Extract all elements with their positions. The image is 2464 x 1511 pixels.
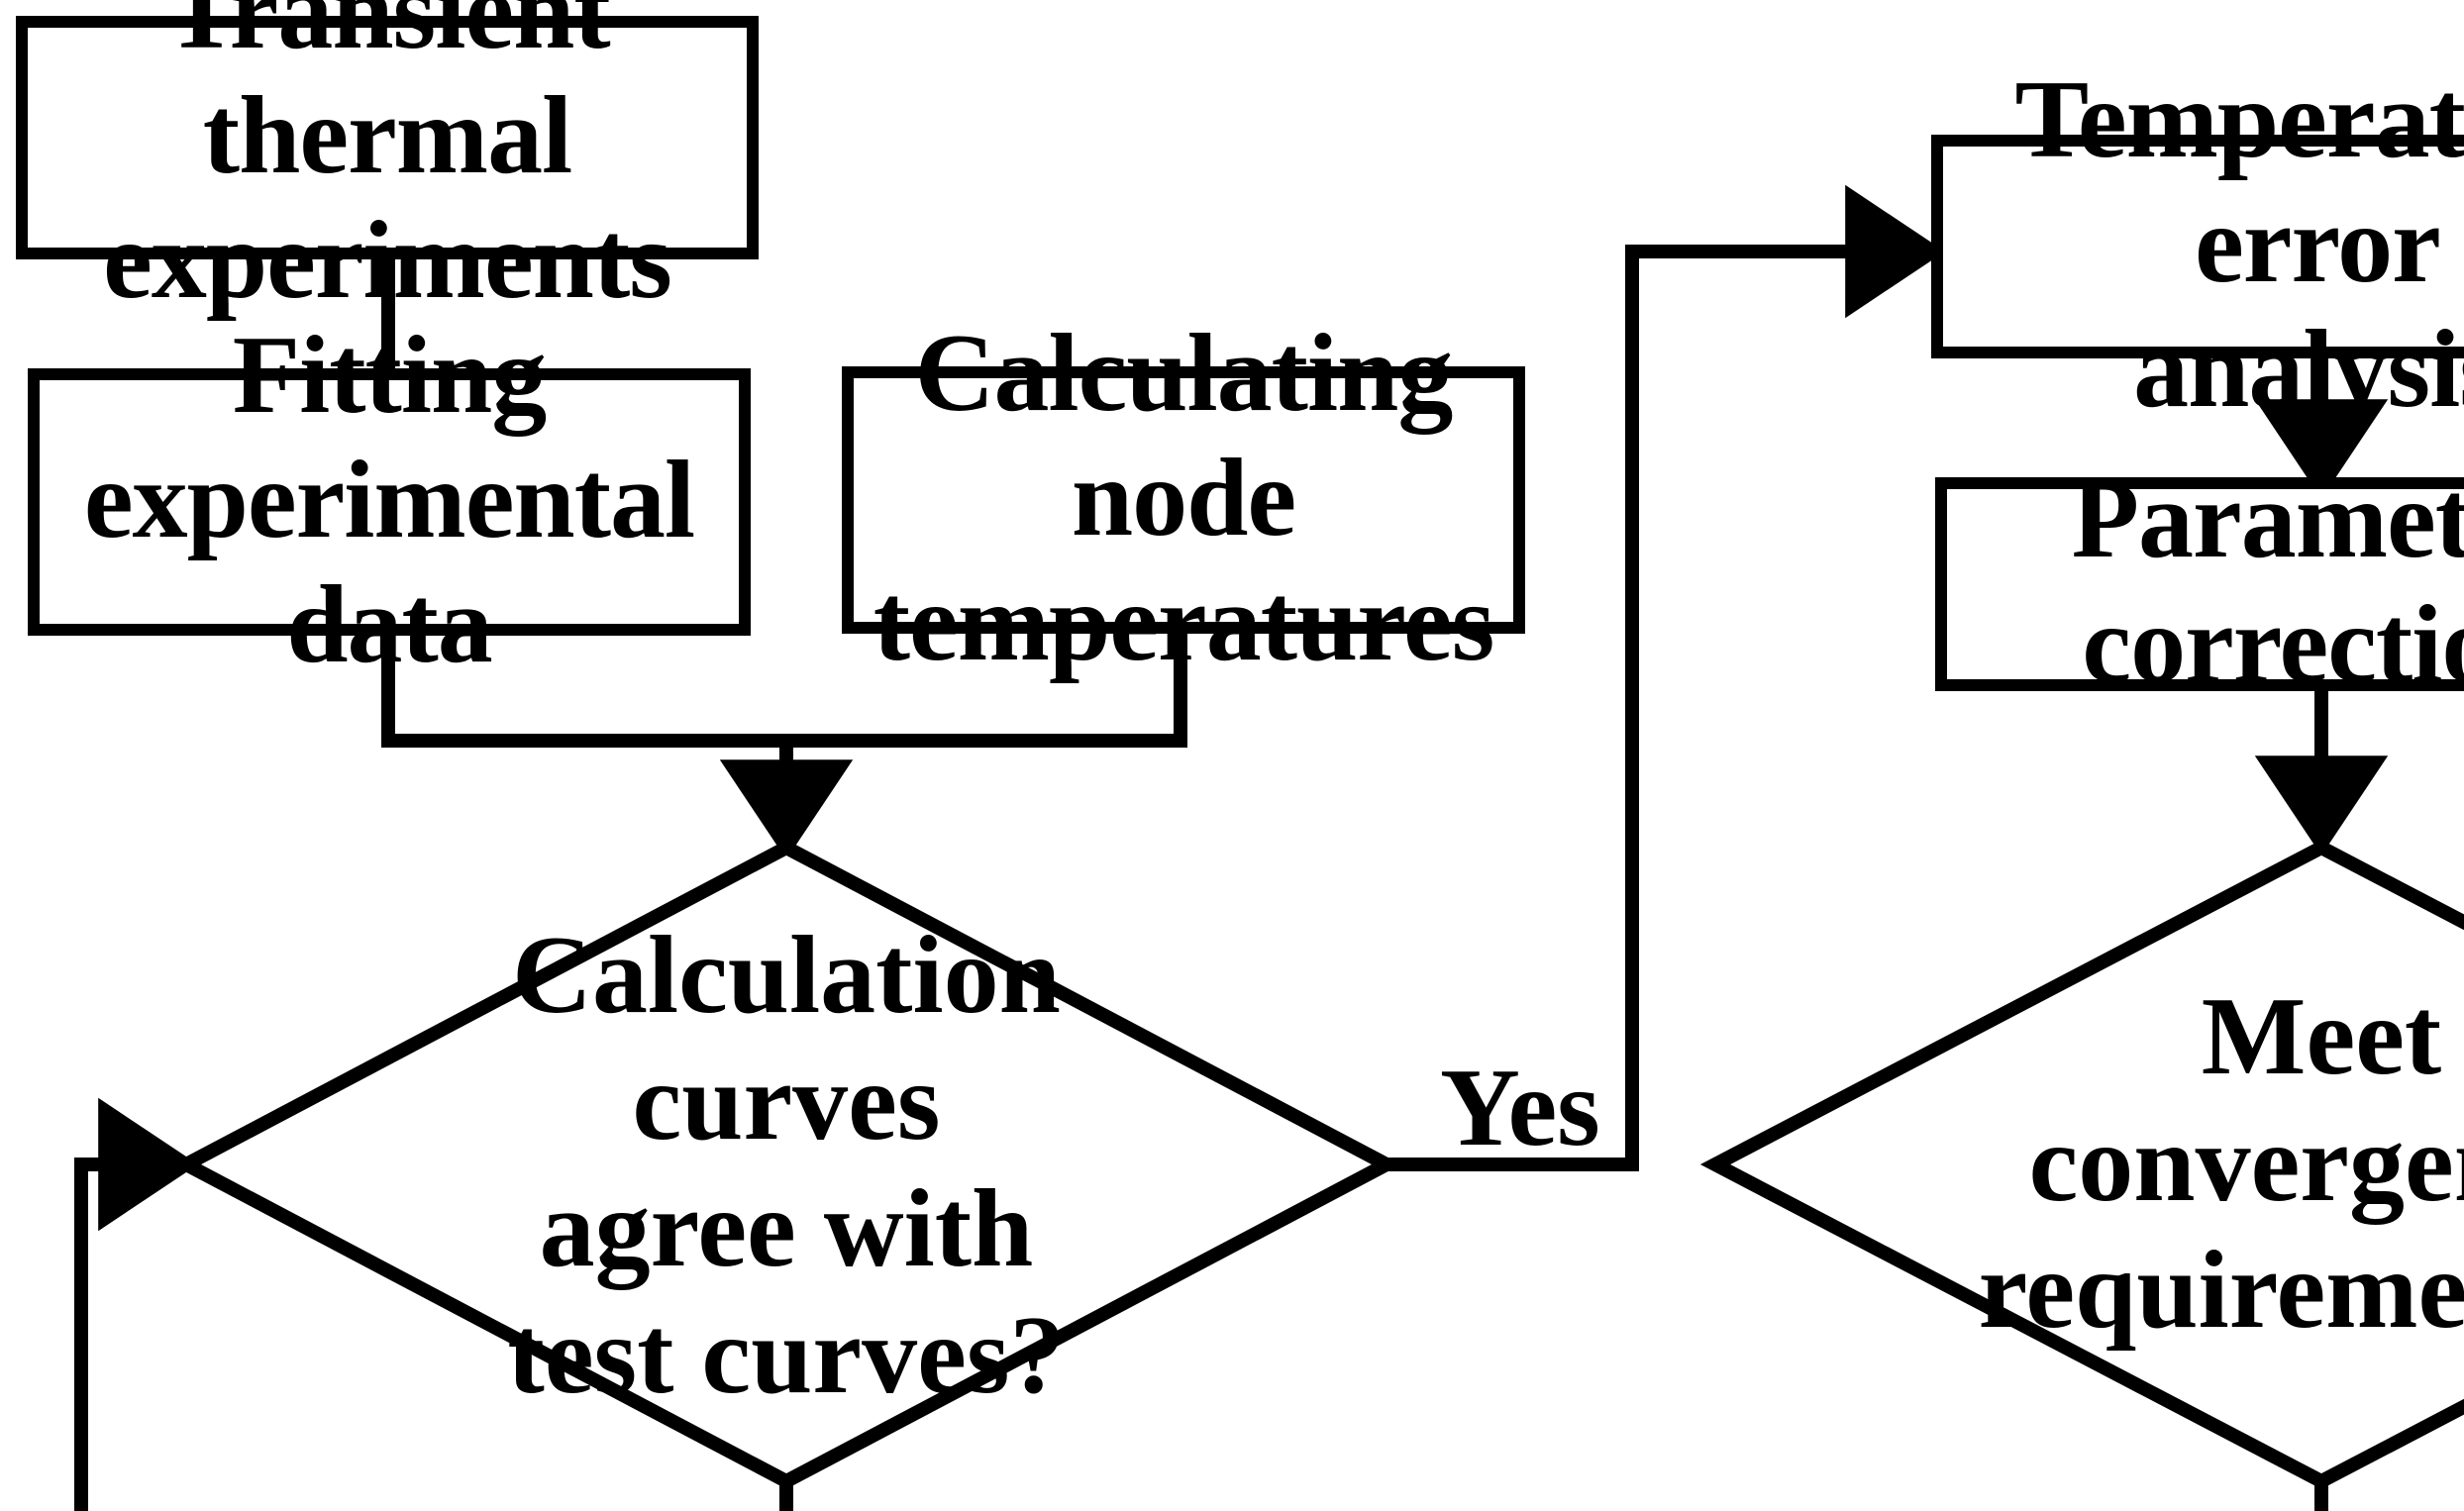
node-meet-convergence-requirements[interactable]: Meet convergence requirements? xyxy=(1935,977,2464,1353)
node-line-1: Calculation curves xyxy=(512,915,1061,1165)
node-parameter-correction[interactable]: Parameter correction xyxy=(1935,460,2464,707)
edge-label-agree-no: No xyxy=(802,1499,938,1511)
node-line-1: Meet convergence xyxy=(2028,976,2464,1227)
node-label-wrap: Transient thermal experiments xyxy=(28,0,747,324)
node-line-2: temperatures xyxy=(873,561,1495,685)
node-line-1: Transient thermal xyxy=(164,0,610,199)
node-line-2: requirements? xyxy=(1978,1229,2464,1353)
node-label-wrap: Calculation curves agree with test curve… xyxy=(410,916,1163,1422)
node-line-2: analysis xyxy=(2133,308,2464,432)
node-transient-thermal-experiments[interactable]: Transient thermal experiments xyxy=(16,0,759,323)
node-label-wrap: Calculating node temperatures xyxy=(854,314,1513,686)
node-label-wrap: Temperature error analysis xyxy=(1943,60,2464,433)
node-line-2: experimental data xyxy=(83,440,695,687)
node-line-2: correction xyxy=(2082,584,2464,707)
edge-label-agree-yes: Yes xyxy=(1440,1048,1600,1170)
edge-structure-feedback xyxy=(74,1097,199,1511)
node-line-1: Fitting xyxy=(232,315,548,439)
node-line-3: test curves? xyxy=(507,1294,1066,1418)
node-line-1: Temperature error xyxy=(2014,59,2464,308)
node-line-1: Parameter xyxy=(2071,459,2464,583)
node-line-2: agree with xyxy=(539,1168,1034,1291)
node-temperature-error-analysis[interactable]: Temperature error analysis xyxy=(1931,60,2464,432)
edge-label-converge-yes: Yes xyxy=(2341,1491,2464,1511)
node-label-wrap: Parameter correction xyxy=(2072,460,2464,709)
node-calculating-node-temperatures[interactable]: Calculating node temperatures xyxy=(842,314,1525,685)
node-calculation-curves-agree[interactable]: Calculation curves agree with test curve… xyxy=(410,916,1163,1418)
node-fitting-experimental-data[interactable]: Fitting experimental data xyxy=(28,316,751,687)
node-line-2: experiments xyxy=(103,199,672,323)
node-label-wrap: Fitting experimental data xyxy=(40,316,739,688)
node-line-1: Calculating node xyxy=(914,313,1454,561)
node-label-wrap: Meet convergence requirements? xyxy=(1935,977,2464,1357)
